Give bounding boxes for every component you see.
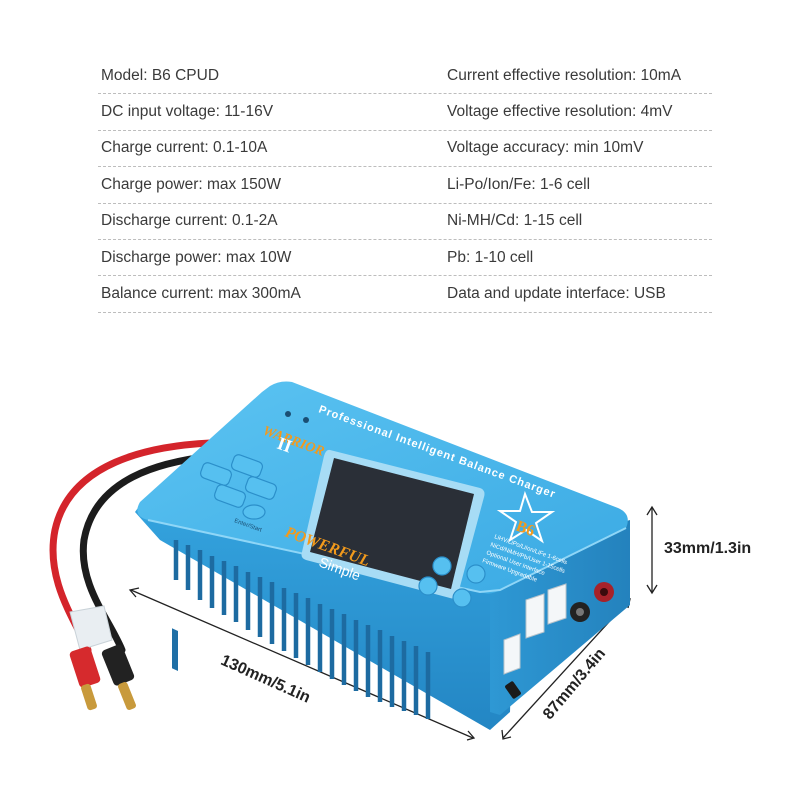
round-buttons[interactable]: [418, 556, 486, 608]
b6-star-logo: [496, 490, 556, 544]
spec-right: Data and update interface: USB: [447, 285, 666, 303]
device-brand-roman: II: [275, 433, 295, 457]
dpad-down-button[interactable]: [213, 483, 247, 508]
status-leds: [285, 411, 309, 423]
spec-right: Ni-MH/Cd: 1-15 cell: [447, 212, 583, 230]
output-terminals[interactable]: [570, 582, 614, 622]
dpad[interactable]: [199, 453, 278, 508]
spec-row: DC input voltage: 11-16V Voltage effecti…: [98, 94, 712, 131]
vent-slots: [173, 540, 431, 719]
spec-table: Model: B6 CPUD Current effective resolut…: [98, 58, 712, 313]
black-banana-plug: [101, 644, 136, 710]
enter-button[interactable]: [242, 504, 266, 520]
spec-right: Current effective resolution: 10mA: [447, 66, 682, 84]
spec-right: Voltage effective resolution: 4mV: [447, 103, 673, 121]
cooling-vents: [172, 628, 178, 672]
spec-left: Charge current: 0.1-10A: [101, 139, 268, 157]
spec-row: Discharge power: max 10W Pb: 1-10 cell: [98, 240, 712, 277]
device-logo: B6: [514, 518, 537, 540]
spec-left: Balance current: max 300mA: [101, 285, 301, 303]
spec-row: Charge power: max 150W Li-Po/Ion/Fe: 1-6…: [98, 167, 712, 204]
spec-right: Voltage accuracy: min 10mV: [447, 139, 644, 157]
spec-right: Pb: 1-10 cell: [447, 248, 534, 266]
spec-right: Li-Po/Ion/Fe: 1-6 cell: [447, 175, 591, 193]
spec-left: DC input voltage: 11-16V: [101, 103, 274, 121]
spec-left: Charge power: max 150W: [101, 175, 282, 193]
spec-row: Charge current: 0.1-10A Voltage accuracy…: [98, 131, 712, 168]
round-button-1[interactable]: [432, 556, 452, 576]
dpad-up-button[interactable]: [230, 453, 264, 478]
spec-row: Model: B6 CPUD Current effective resolut…: [98, 58, 712, 95]
spec-left: Discharge current: 0.1-2A: [101, 212, 278, 230]
round-button-3[interactable]: [418, 576, 438, 596]
dpad-left-button[interactable]: [199, 461, 233, 486]
usb-port[interactable]: [504, 681, 521, 700]
round-button-4[interactable]: [452, 588, 472, 608]
red-banana-plug: [69, 646, 101, 711]
balance-ports[interactable]: [503, 583, 567, 675]
spec-left: Discharge power: max 10W: [101, 248, 292, 266]
spec-left: Model: B6 CPUD: [101, 66, 220, 84]
height-dimension-label: 33mm/1.3in: [664, 540, 752, 557]
dpad-right-button[interactable]: [244, 475, 278, 500]
cable-sleeve: [69, 605, 113, 651]
spec-row: Discharge current: 0.1-2A Ni-MH/Cd: 1-15…: [98, 204, 712, 240]
round-button-2[interactable]: [466, 564, 486, 584]
spec-row: Balance current: max 300mA Data and upda…: [98, 276, 712, 313]
